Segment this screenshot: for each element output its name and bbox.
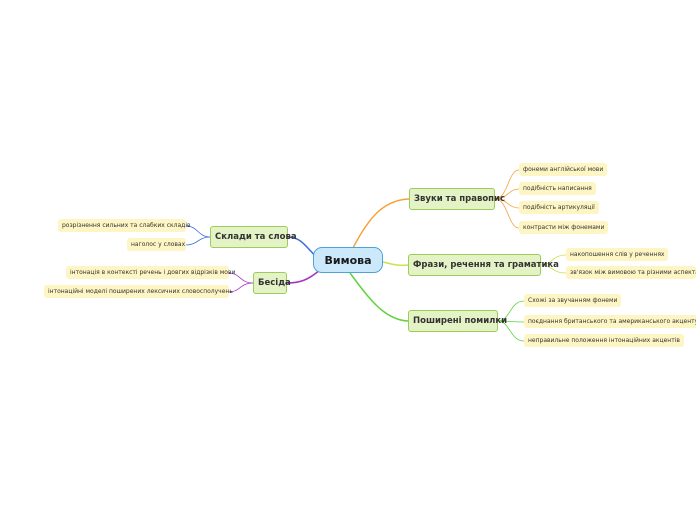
conversation-item-intonation[interactable]: інтонація в контексті речень і довгих ві… xyxy=(66,266,235,279)
phrases-item-link[interactable]: зв'язок між вимовою та різними аспектами xyxy=(566,266,696,279)
syllables-item-stress[interactable]: наголос у словах xyxy=(127,238,186,251)
errors-item-intonation[interactable]: неправильне положення інтонаційних акцен… xyxy=(524,334,684,347)
branch-conversation[interactable]: Бесіда xyxy=(253,272,291,294)
branch-syllables[interactable]: Склади та слова xyxy=(210,226,297,248)
connector-errors xyxy=(349,272,409,322)
errors-item-similar[interactable]: Схожі за звучанням фонеми xyxy=(524,294,622,307)
sounds-item-articulation[interactable]: подібність артикуляції xyxy=(519,201,599,214)
phrases-item-stress[interactable]: накопошення слів у реченнях xyxy=(566,248,669,261)
sounds-item-contrasts[interactable]: контрасти між фонемами xyxy=(519,221,609,234)
conversation-item-models[interactable]: інтонаційні моделі поширених лексичних с… xyxy=(44,285,233,298)
root-node[interactable]: Вимова xyxy=(313,247,383,273)
branch-sounds[interactable]: Звуки та правопис xyxy=(409,188,505,210)
branch-phrases[interactable]: Фрази, речення та граматика xyxy=(408,254,559,276)
sounds-item-phonemes[interactable]: фонеми англійської мови xyxy=(519,163,608,176)
syllables-item-strong-weak[interactable]: розрізнення сильних та слабких складів xyxy=(58,219,191,232)
sounds-item-spelling[interactable]: подібність написання xyxy=(519,182,596,195)
connector-sounds xyxy=(352,198,410,249)
connector-conversation xyxy=(286,269,321,284)
errors-item-accents[interactable]: поєднання британського та американського… xyxy=(524,315,696,328)
branch-errors[interactable]: Поширені помилки xyxy=(408,310,507,332)
connector-phrases xyxy=(382,261,409,267)
